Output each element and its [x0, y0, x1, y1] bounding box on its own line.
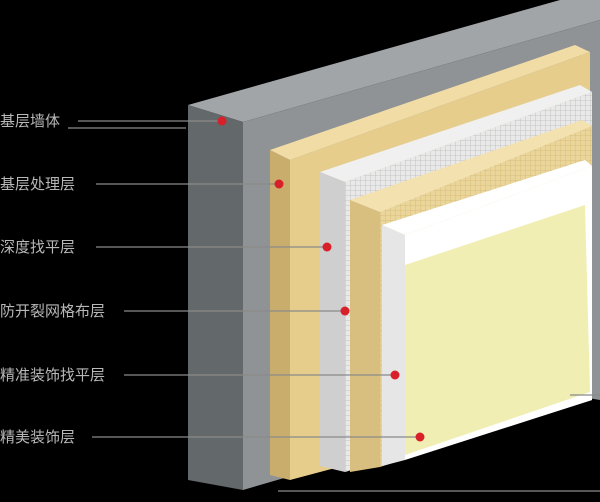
marker-dot [217, 116, 227, 126]
marker-dot [322, 242, 332, 252]
label-base-wall: 基层墙体 [0, 112, 61, 130]
marker-dot [340, 306, 350, 316]
marker-dot [390, 370, 400, 380]
leader-lines [68, 120, 600, 492]
label-anti-crack-mesh: 防开裂网格布层 [0, 302, 106, 320]
label-deep-leveling: 深度找平层 [0, 238, 76, 256]
label-base-treatment: 基层处理层 [0, 175, 76, 193]
marker-dot [274, 179, 284, 189]
decorative-layer [405, 205, 590, 455]
marker-dot [415, 432, 425, 442]
layer-markers [217, 116, 425, 442]
label-decorative: 精美装饰层 [0, 428, 76, 446]
label-precise-leveling: 精准装饰找平层 [0, 366, 106, 384]
